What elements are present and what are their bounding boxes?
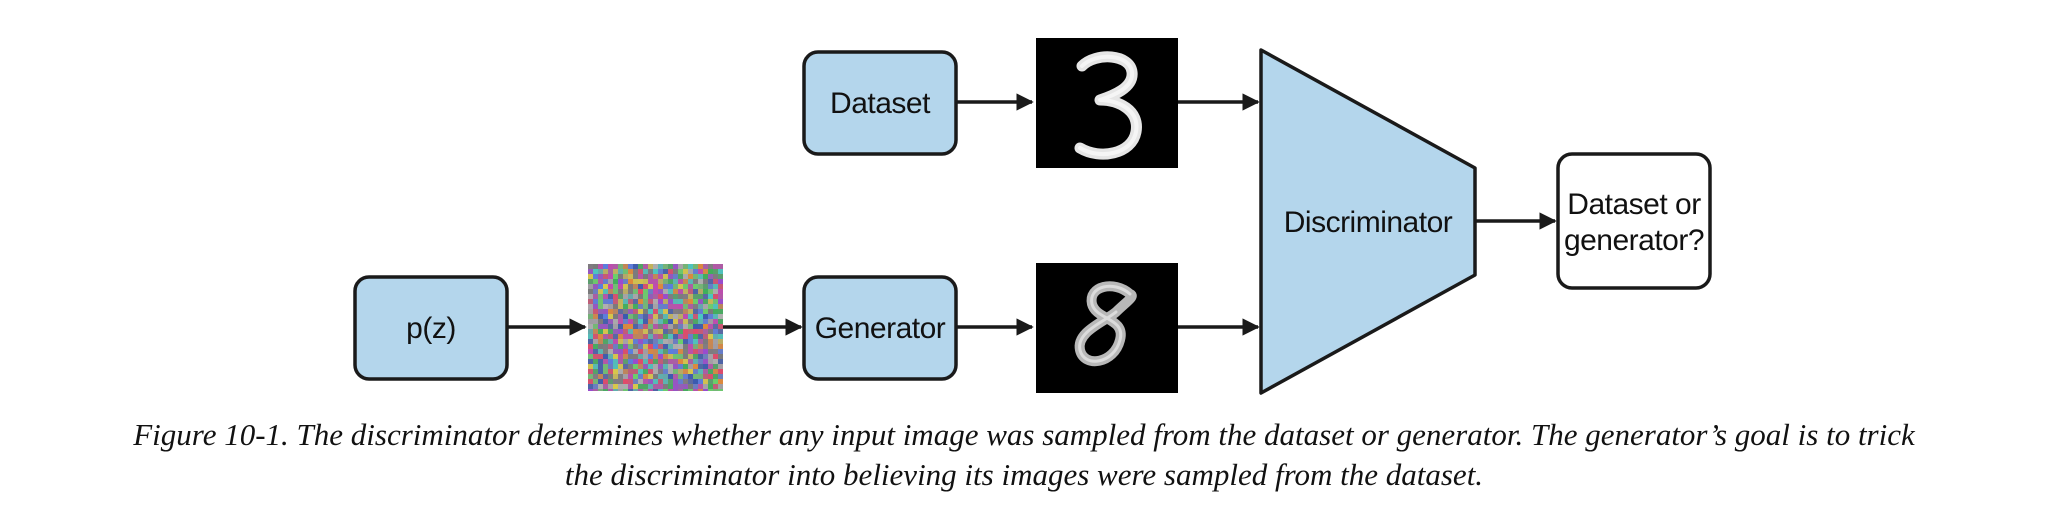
output-label-line1: Dataset or bbox=[1567, 188, 1701, 221]
caption-line-1: Figure 10-1. The discriminator determine… bbox=[133, 417, 1915, 452]
output-node: Dataset or generator? bbox=[1556, 152, 1712, 290]
pz-label: p(z) bbox=[406, 312, 456, 345]
digit-3-image bbox=[1036, 38, 1178, 168]
digit-8-image bbox=[1036, 263, 1178, 393]
gan-diagram: Dataset p(z) Generator Discriminator Dat… bbox=[353, 38, 1712, 395]
caption-line-2: the discriminator into believing its ima… bbox=[564, 457, 1484, 492]
discriminator-node: Discriminator bbox=[1259, 48, 1477, 395]
figure-caption: Figure 10-1. The discriminator determine… bbox=[0, 415, 2048, 495]
discriminator-label: Discriminator bbox=[1284, 206, 1453, 239]
dataset-label: Dataset bbox=[830, 87, 931, 120]
random-noise-image bbox=[588, 264, 723, 391]
output-label-line2: generator? bbox=[1564, 224, 1704, 257]
arrows bbox=[507, 93, 1557, 336]
generator-label: Generator bbox=[815, 312, 946, 345]
dataset-node: Dataset bbox=[802, 50, 958, 156]
pz-node: p(z) bbox=[353, 275, 509, 381]
generator-node: Generator bbox=[802, 275, 958, 381]
